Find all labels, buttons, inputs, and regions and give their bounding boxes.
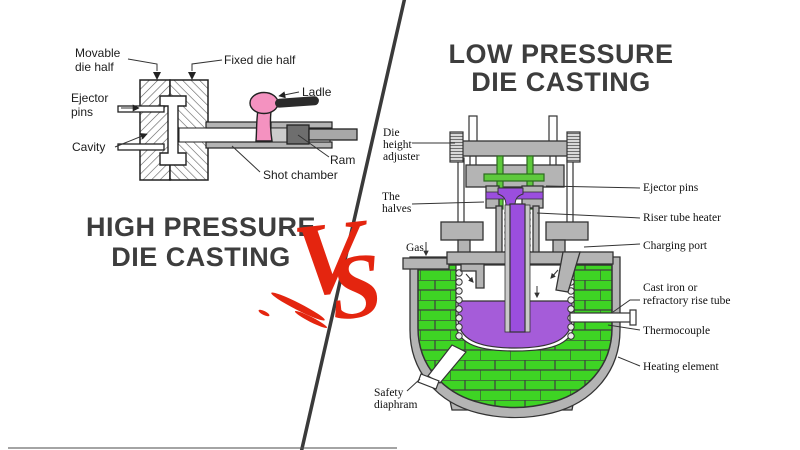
upper-frame [449,115,581,225]
ram-rod [308,128,358,141]
label-safety-diaphram-1: Safety [374,387,404,399]
ladle-handle [275,96,319,108]
movable-arrow [153,72,161,80]
divider-line [299,0,407,450]
label-ejector-pins: Ejector [71,91,108,105]
label-heating-element: Heating element [643,361,719,373]
label-riser-tube-heater: Riser tube heater [643,212,721,224]
cavity-shape [159,95,187,166]
adjuster-bolt-right [566,131,581,163]
molten-metal-blob [249,91,279,115]
label-charging-port: Charging port [643,240,708,252]
thermocouple-probe [569,309,637,326]
label-safety-diaphram-2: diaphram [374,399,417,411]
lpdc-diagram: Die height adjuster The halves Gas Safet… [374,115,730,419]
lpdc-title-line1: LOW PRESSURE [448,39,674,69]
label-die-height-adjuster-1: Die [383,127,400,139]
label-cast-iron-1: Cast iron or [643,282,697,294]
label-movable-die-half-1: Movable [75,46,121,60]
hpdc-title-line1: HIGH PRESSURE [85,212,317,242]
lpdc-leaders [406,142,641,392]
flow-arrows [465,269,559,299]
bore-plug [270,127,289,143]
label-cavity: Cavity [72,140,105,154]
lpdc-title: LOW PRESSURE DIE CASTING [425,40,697,96]
label-die-height-adjuster-3: adjuster [383,151,420,163]
label-shot-chamber: Shot chamber [263,168,338,182]
label-thermocouple: Thermocouple [643,325,710,337]
hpdc-diagram: Movable die half Fixed die half Ejector … [71,46,358,182]
hpdc-title-line2: DIE CASTING [111,242,291,272]
die-halves [485,185,544,209]
hpdc-title: HIGH PRESSURE DIE CASTING [60,212,342,272]
label-ejector-pins-right: Ejector pins [643,182,699,194]
riser-tube [504,203,531,333]
side-columns [440,221,589,254]
label-gas: Gas [406,242,424,254]
ram-piston [286,124,310,145]
adjuster-bolt-left [449,131,464,163]
label-ejector-pins-2: pins [71,105,93,119]
label-ladle: Ladle [302,85,332,99]
label-ram: Ram [330,153,355,167]
vs-letter-s: S [325,232,387,340]
label-the-halves-2: halves [382,203,412,215]
ejector-pins [117,105,165,151]
lpdc-title-line2: DIE CASTING [471,67,651,97]
label-die-height-adjuster-2: height [383,139,413,151]
vs-mark: VS [288,197,387,339]
hpdc-leaders [114,58,330,173]
label-movable-die-half-2: die half [75,60,114,74]
fixed-arrow [188,72,196,80]
charging-port-funnel [555,251,581,293]
label-fixed-die-half: Fixed die half [224,53,296,67]
label-the-halves-1: The [382,191,400,203]
label-cast-iron-2: refractory rise tube [643,295,730,307]
